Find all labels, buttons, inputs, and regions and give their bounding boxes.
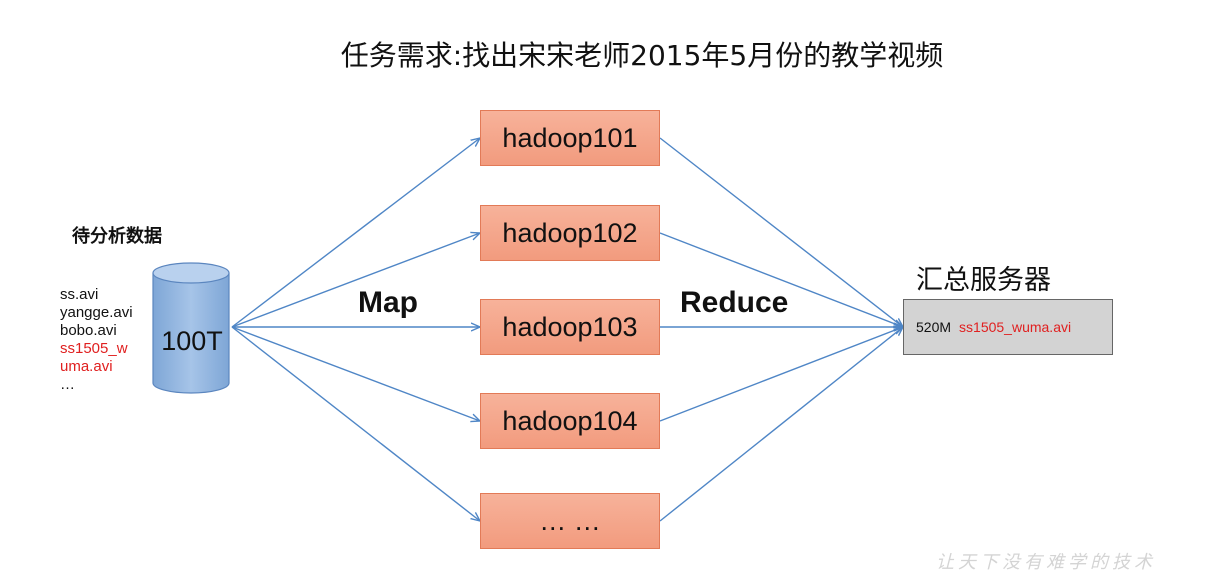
node-hadoop103: hadoop103 (480, 299, 660, 355)
result-file: ss1505_wuma.avi (959, 319, 1072, 335)
reduce-edge-1 (659, 137, 903, 327)
map-edge-4 (231, 326, 480, 421)
map-edge-5 (231, 326, 480, 521)
file-item: bobo.avi (60, 322, 117, 339)
reduce-edge-5 (659, 327, 903, 522)
node-hadoop104: hadoop104 (480, 393, 660, 449)
source-file-list: ss.avi yangge.avi bobo.avi ss1505_w uma.… (60, 286, 150, 394)
aggregation-server-title: 汇总服务器 (916, 265, 1051, 296)
reduce-edge-2 (659, 232, 903, 327)
source-data-heading: 待分析数据 (72, 226, 162, 247)
file-item-highlighted: ss1505_w uma.avi (60, 340, 128, 375)
file-item-ellipsis: … (60, 376, 75, 393)
storage-cylinder-icon (152, 262, 230, 394)
file-item: ss.avi (60, 286, 99, 303)
map-edge-2 (231, 233, 480, 328)
node-hadoop102: hadoop102 (480, 205, 660, 261)
reduce-stage-label: Reduce (680, 286, 789, 319)
result-size: 520M (916, 319, 952, 335)
map-stage-label: Map (358, 286, 418, 319)
node-hadoop101: hadoop101 (480, 110, 660, 166)
node-more: … … (480, 493, 660, 549)
storage-size-label: 100T (161, 326, 223, 356)
aggregation-server-box: 520M ss1505_wuma.avi (903, 299, 1113, 355)
watermark-text: 让天下没有难学的技术 (936, 552, 1156, 573)
reduce-edge-4 (659, 327, 903, 422)
map-edge-1 (231, 138, 480, 328)
file-item: yangge.avi (60, 304, 133, 321)
page-title: 任务需求:找出宋宋老师2015年5月份的教学视频 (340, 39, 944, 72)
